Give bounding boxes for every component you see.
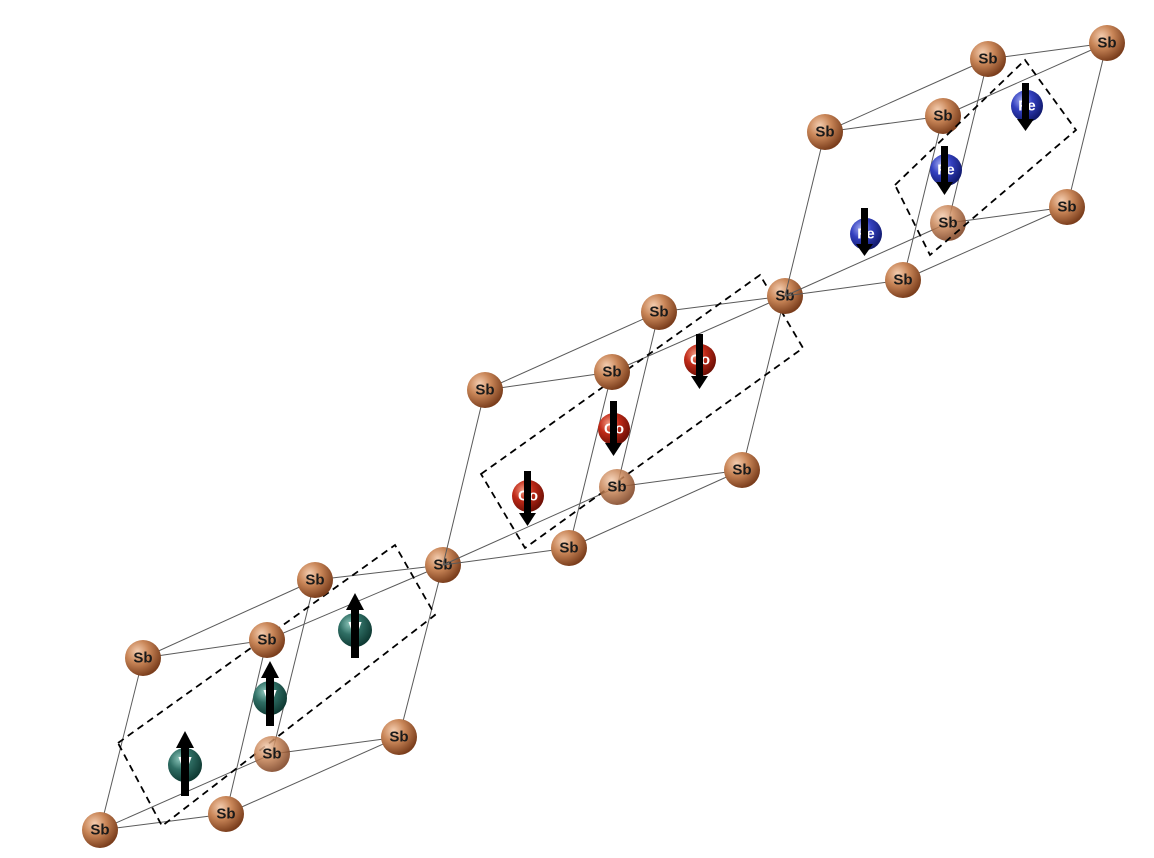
unit-cell-fe bbox=[893, 58, 1078, 257]
sb-atom-label: Sb bbox=[305, 572, 324, 589]
sb-atom: Sb bbox=[807, 114, 843, 150]
sb-atom: Sb bbox=[125, 640, 161, 676]
spin-down-arrow bbox=[519, 471, 536, 526]
spin-up-arrow bbox=[346, 593, 364, 658]
sb-atom: Sb bbox=[297, 562, 333, 598]
sb-atom-label: Sb bbox=[216, 806, 235, 823]
unit-cell-co bbox=[479, 273, 805, 550]
sb-atom: Sb bbox=[930, 205, 966, 241]
sb-atom: Sb bbox=[970, 41, 1006, 77]
sb-atom: Sb bbox=[641, 294, 677, 330]
sb-atom-label: Sb bbox=[1097, 35, 1116, 52]
sb-atom-label: Sb bbox=[815, 124, 834, 141]
spin-up-arrow bbox=[261, 661, 279, 726]
sb-atom-label: Sb bbox=[559, 540, 578, 557]
sb-atom: Sb bbox=[551, 530, 587, 566]
sb-atom: Sb bbox=[1089, 25, 1125, 61]
unit-co: Sb Sb Sb Sb Sb Co Co Sb Co Sb bbox=[442, 273, 805, 566]
unit-fe: Sb Sb Sb Sb Sb Sb Fe Fe Sb Fe bbox=[784, 25, 1125, 298]
sb-atom-label: Sb bbox=[893, 272, 912, 289]
sb-atom-label: Sb bbox=[978, 51, 997, 68]
spin-down-arrow bbox=[936, 146, 953, 195]
spin-down-arrow bbox=[605, 401, 622, 456]
spin-down-arrow bbox=[1017, 83, 1034, 131]
sb-atom-label: Sb bbox=[257, 632, 276, 649]
sb-atom: Sb bbox=[467, 372, 503, 408]
sb-atom: Sb bbox=[594, 354, 630, 390]
unit-cell-v bbox=[116, 543, 437, 828]
sb-atom: Sb bbox=[208, 796, 244, 832]
sb-atom: Sb bbox=[254, 736, 290, 772]
spin-down-arrow bbox=[691, 334, 708, 389]
sb-atom: Sb bbox=[82, 812, 118, 848]
sb-atom-label: Sb bbox=[389, 729, 408, 746]
sb-atom-label: Sb bbox=[933, 108, 952, 125]
sb-atom: Sb bbox=[1049, 189, 1085, 225]
sb-atom: Sb bbox=[925, 98, 961, 134]
sb-atom: Sb bbox=[599, 469, 635, 505]
sb-atom-label: Sb bbox=[90, 822, 109, 839]
sb-atom-label: Sb bbox=[262, 746, 281, 763]
unit-v: Sb Sb Sb Sb Sb Sb V V Sb V Sb bbox=[82, 543, 461, 848]
sb-atom-label: Sb bbox=[732, 462, 751, 479]
sb-atom-label: Sb bbox=[1057, 199, 1076, 216]
sb-atom: Sb bbox=[885, 262, 921, 298]
sb-atom: Sb bbox=[724, 452, 760, 488]
sb-atom-label: Sb bbox=[475, 382, 494, 399]
sb-atom-label: Sb bbox=[607, 479, 626, 496]
sb-atom: Sb bbox=[381, 719, 417, 755]
sb-atom-label: Sb bbox=[938, 215, 957, 232]
spin-down-arrow bbox=[856, 208, 873, 256]
sb-atom: Sb bbox=[249, 622, 285, 658]
sb-atom-label: Sb bbox=[602, 364, 621, 381]
sb-atom-label: Sb bbox=[649, 304, 668, 321]
spin-up-arrow bbox=[176, 731, 194, 796]
sb-atom-label: Sb bbox=[133, 650, 152, 667]
